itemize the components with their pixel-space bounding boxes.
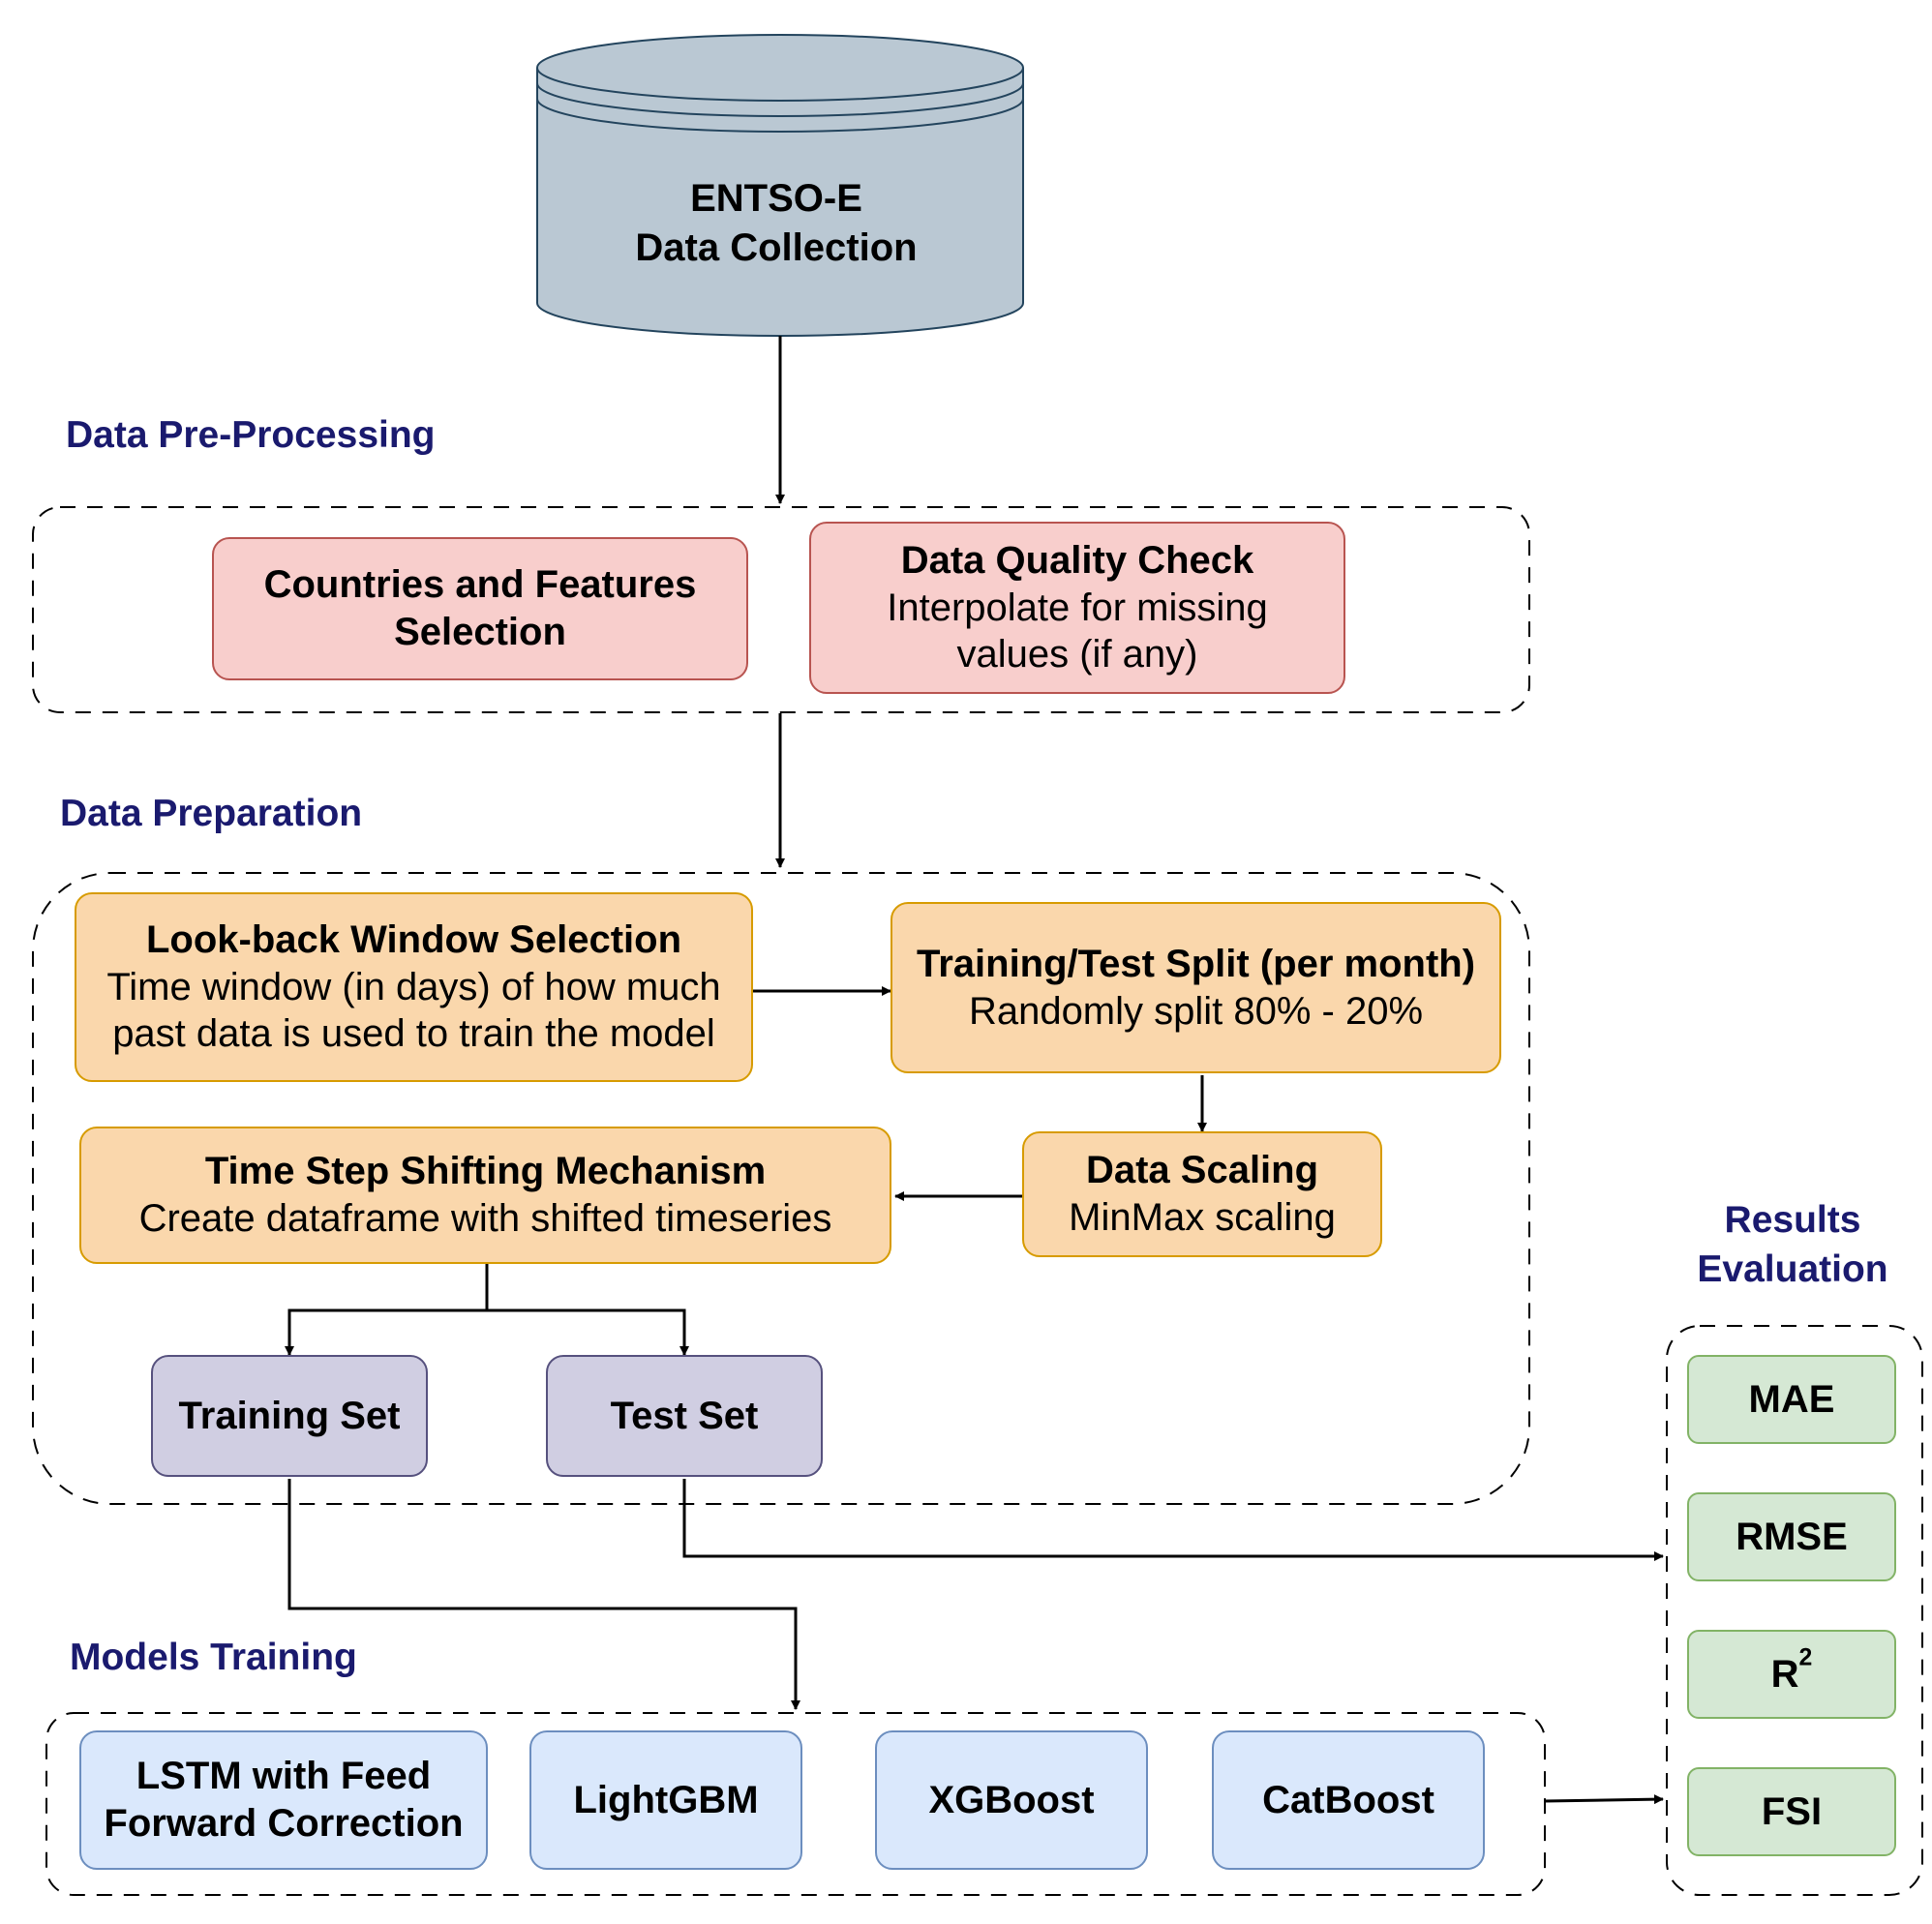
section-title-preparation: Data Preparation (60, 793, 363, 834)
metric-r2-label: R2 (1770, 1645, 1813, 1699)
metric-fsi-box: FSI (1687, 1767, 1896, 1856)
countries-features-selection-box: Countries and Features Selection (212, 537, 748, 680)
section-title-evaluation-line2: Evaluation (1697, 1248, 1888, 1290)
data-source-title: ENTSO-E (690, 177, 862, 220)
lookback-desc-line2: past data is used to train the model (112, 1012, 715, 1056)
scaling-desc: MinMax scaling (1069, 1196, 1336, 1239)
section-title-preprocessing: Data Pre-Processing (66, 414, 436, 456)
data-quality-check-box: Data Quality Check Interpolate for missi… (809, 522, 1345, 694)
metric-r2-base: R (1770, 1652, 1799, 1696)
quality-desc-line2: values (if any) (956, 633, 1198, 676)
lookback-window-box: Look-back Window Selection Time window (… (75, 892, 753, 1082)
test-set-label: Test Set (610, 1394, 759, 1437)
model-xgboost-label: XGBoost (928, 1778, 1095, 1821)
arrow-training-set-to-models (287, 1479, 800, 1710)
section-title-evaluation-line1: Results (1724, 1199, 1861, 1241)
shifting-title: Time Step Shifting Mechanism (204, 1150, 767, 1193)
preprocessing-group (32, 506, 1530, 713)
model-lstm-line2: Forward Correction (104, 1802, 464, 1845)
training-set-box: Training Set (151, 1355, 428, 1477)
section-title-evaluation: Results Evaluation (1665, 1196, 1920, 1294)
model-catboost-box: CatBoost (1212, 1730, 1485, 1870)
arrow-shifting-to-training-set (285, 1264, 489, 1356)
database-icon (536, 34, 1024, 337)
arrow-test-set-to-evaluation (682, 1479, 1664, 1561)
data-scaling-box: Data Scaling MinMax scaling (1022, 1131, 1382, 1257)
training-set-label: Training Set (178, 1394, 401, 1437)
model-lstm-line1: LSTM with Feed (136, 1755, 432, 1798)
metric-r2-superscript: 2 (1798, 1644, 1813, 1671)
data-source-label: ENTSO-E Data Collection (534, 174, 1018, 273)
model-xgboost-box: XGBoost (875, 1730, 1148, 1870)
lookback-desc-line1: Time window (in days) of how much (106, 965, 721, 1008)
split-title: Training/Test Split (per month) (916, 942, 1476, 985)
model-lstm-box: LSTM with Feed Forward Correction (79, 1730, 488, 1870)
metric-mae-label: MAE (1748, 1377, 1835, 1421)
split-desc: Randomly split 80% - 20% (968, 989, 1424, 1033)
data-source-subtitle: Data Collection (635, 226, 918, 270)
metric-rmse-box: RMSE (1687, 1492, 1896, 1581)
metric-mae-box: MAE (1687, 1355, 1896, 1444)
train-test-split-box: Training/Test Split (per month) Randomly… (891, 902, 1501, 1073)
countries-title-line2: Selection (394, 611, 566, 653)
model-catboost-label: CatBoost (1262, 1778, 1434, 1821)
evaluation-group (1666, 1325, 1923, 1896)
scaling-title: Data Scaling (1085, 1149, 1319, 1192)
metric-fsi-label: FSI (1761, 1789, 1823, 1833)
arrow-models-to-evaluation (1544, 1794, 1664, 1805)
quality-title: Data Quality Check (900, 538, 1254, 582)
test-set-box: Test Set (546, 1355, 823, 1477)
metric-r2-box: R2 (1687, 1630, 1896, 1719)
quality-desc-line1: Interpolate for missing (887, 586, 1268, 629)
shifting-desc: Create dataframe with shifted timeseries (138, 1197, 832, 1240)
countries-title-line1: Countries and Features (263, 563, 697, 607)
section-title-training: Models Training (70, 1637, 357, 1678)
metric-rmse-label: RMSE (1736, 1515, 1848, 1558)
time-step-shifting-box: Time Step Shifting Mechanism Create data… (79, 1127, 891, 1264)
model-lightgbm-box: LightGBM (529, 1730, 802, 1870)
arrow-shifting-to-test-set (487, 1308, 689, 1356)
lookback-title: Look-back Window Selection (145, 917, 682, 961)
model-lightgbm-label: LightGBM (573, 1778, 759, 1821)
training-group (45, 1712, 1546, 1896)
